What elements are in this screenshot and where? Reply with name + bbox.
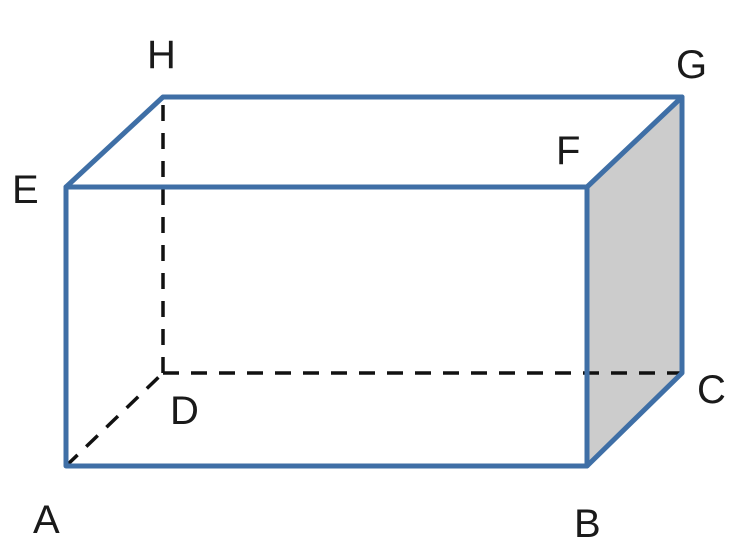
vertex-label-b: B [574, 502, 601, 546]
shaded-face-bcgf [587, 97, 682, 465]
vertex-label-c: C [697, 368, 726, 412]
vertex-label-h: H [147, 33, 176, 77]
vertex-label-d: D [170, 389, 199, 433]
vertex-label-a: A [33, 498, 60, 542]
vertex-label-e: E [12, 168, 39, 212]
vertex-label-g: G [676, 43, 707, 87]
vertex-label-f: F [556, 129, 580, 173]
edges-bc-cg [584, 94, 685, 469]
hidden-edge-ad [64, 371, 165, 468]
